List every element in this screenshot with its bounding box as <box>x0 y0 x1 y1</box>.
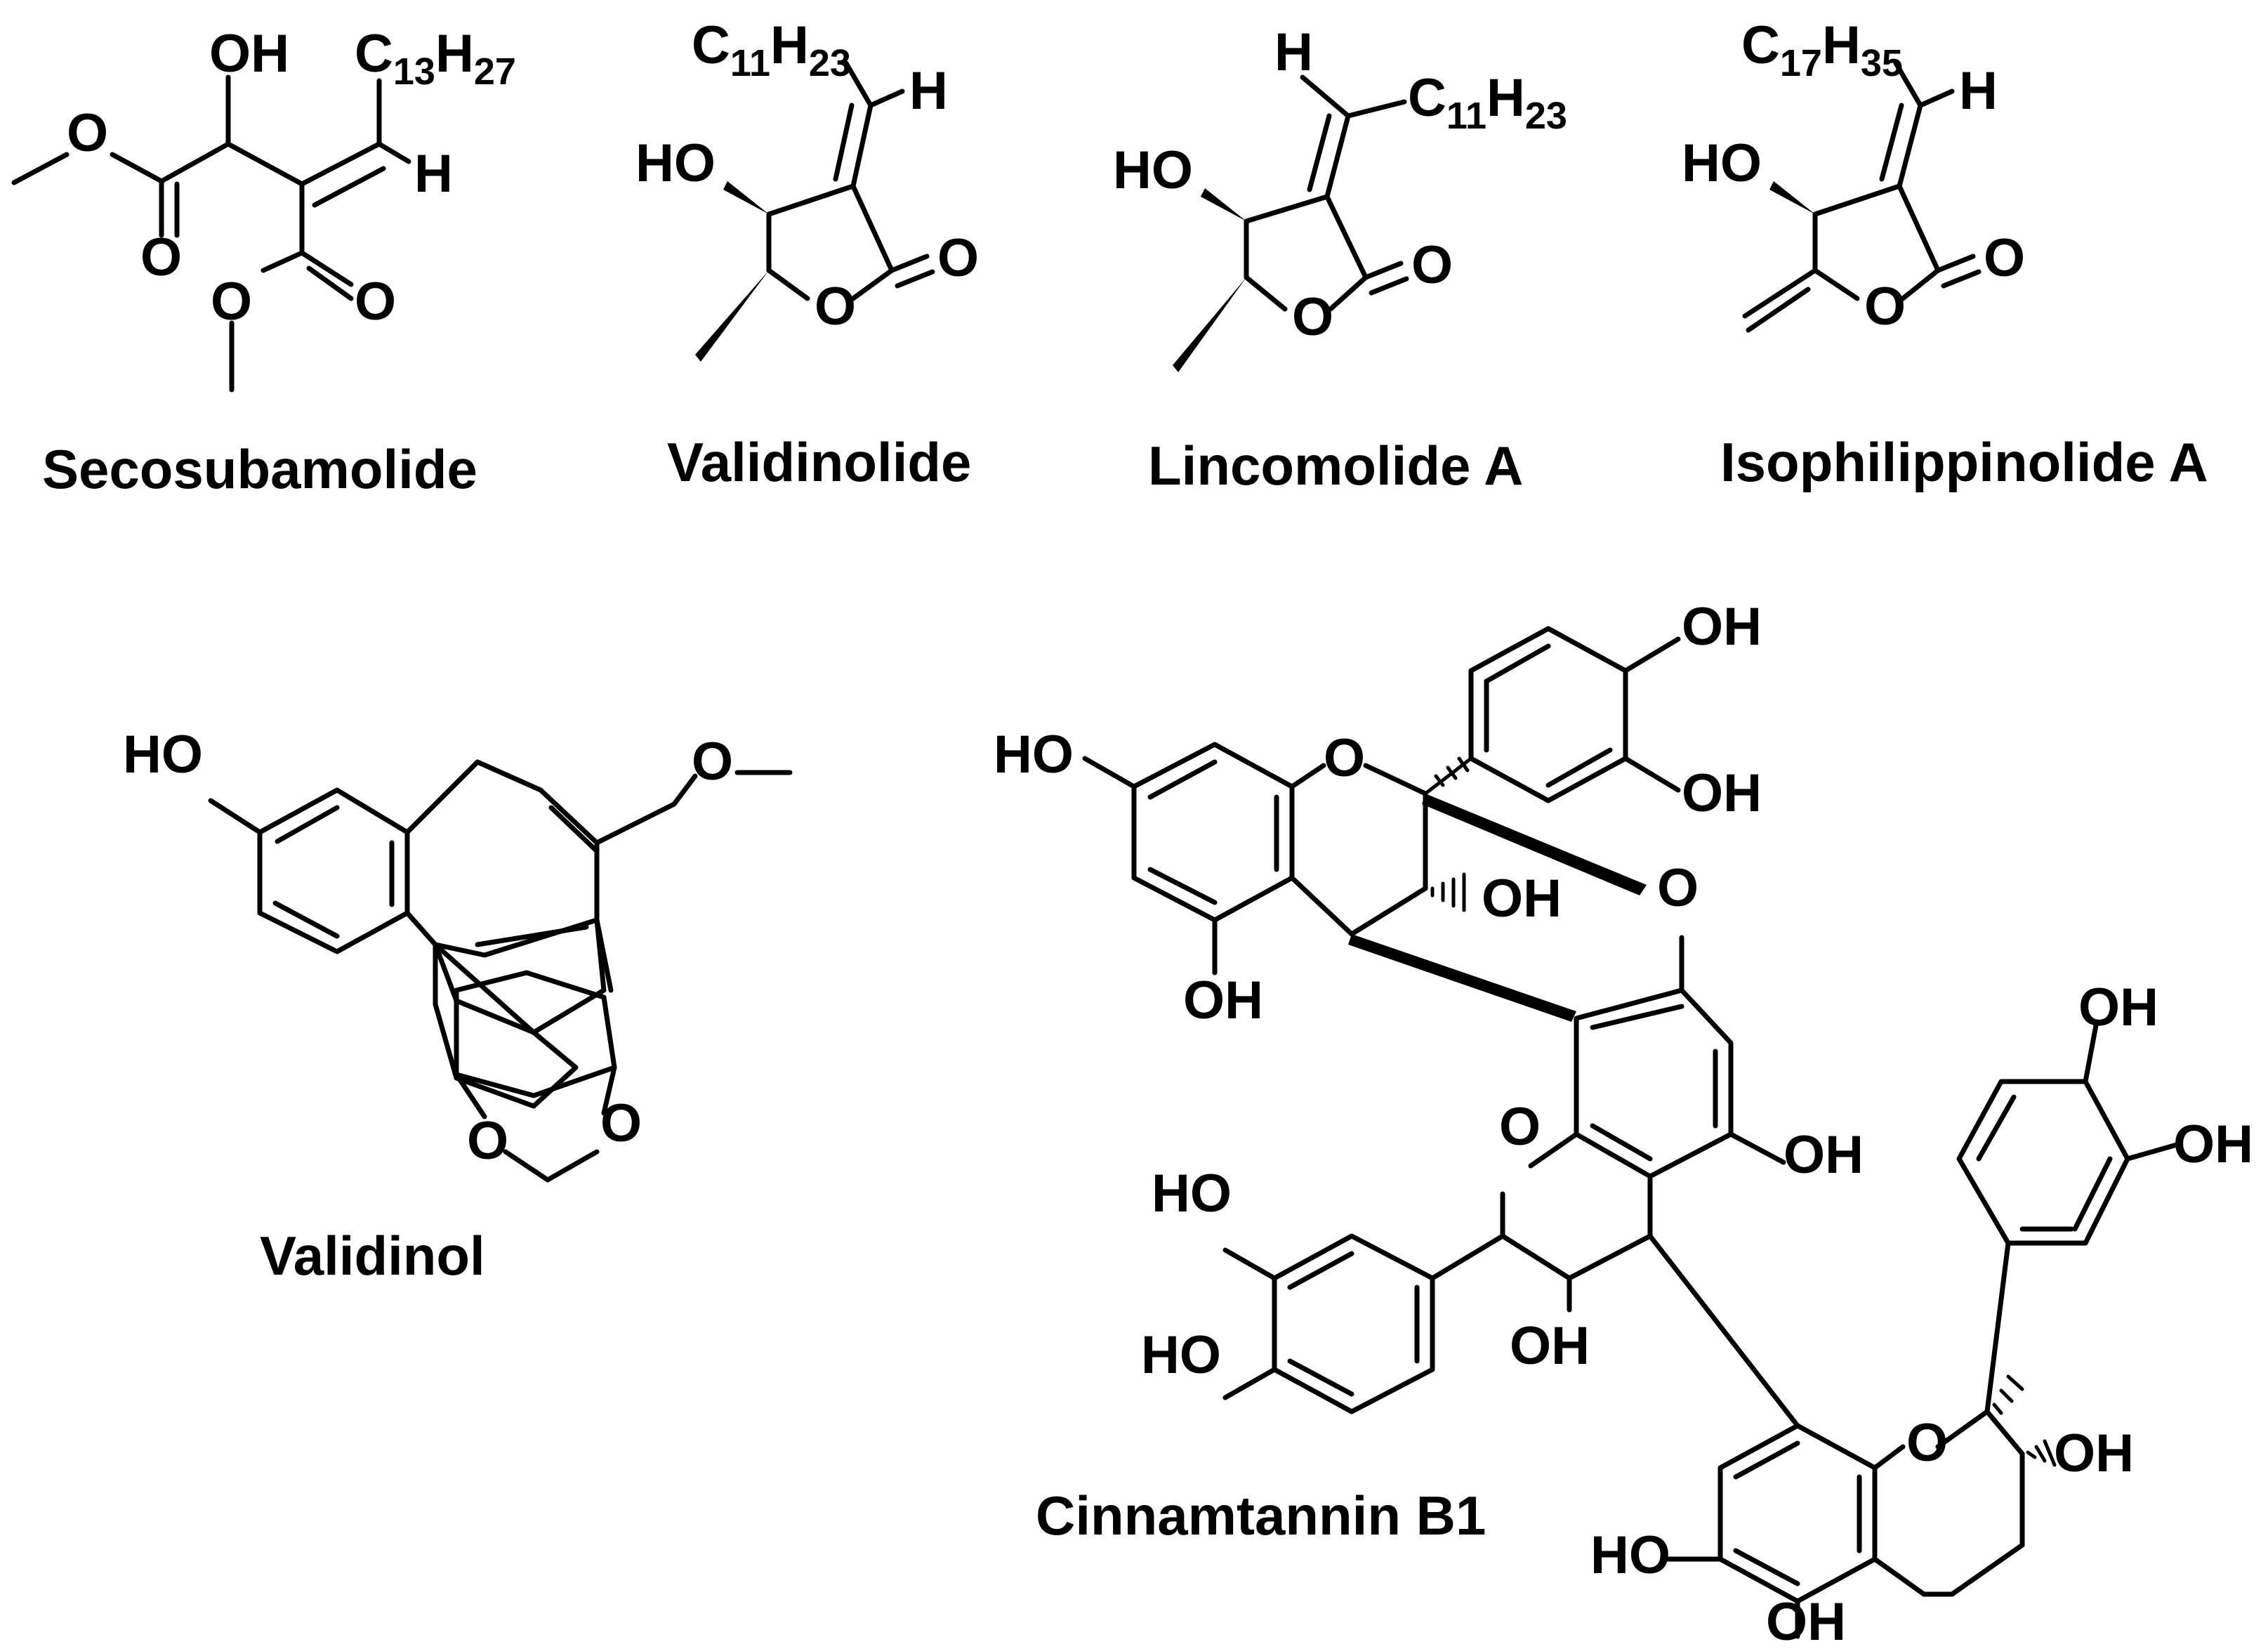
atom-ho: HO <box>123 725 203 784</box>
validinolide-structure: HO O O H C11H23 Validinolide <box>635 15 979 493</box>
substituent-c11h23: C11H23 <box>692 15 851 84</box>
atom-oh: OH <box>2173 1115 2253 1174</box>
atom-oh: OH <box>1766 1592 1846 1649</box>
atom-o: O <box>467 1111 508 1171</box>
atom-oh: OH <box>1510 1316 1590 1376</box>
atom-oh: OH <box>1482 869 1562 928</box>
compound-name: Cinnamtannin B1 <box>1036 1485 1486 1546</box>
atom-oh: OH <box>2078 978 2158 1037</box>
atom-ho: HO <box>1152 1164 1232 1223</box>
atom-ho: HO <box>1590 1525 1670 1585</box>
atom-o: O <box>211 272 252 331</box>
atom-h: H <box>909 61 948 121</box>
secosubamolide-structure: O O OH O O H C13H27 Secosubamolide <box>11 24 516 500</box>
isophilippinolide-a-structure: HO O O H C17H35 Isophilippinolide A <box>1682 15 2208 493</box>
substituent-c13h27: C13H27 <box>355 24 516 93</box>
atom-o: O <box>1906 1413 1948 1473</box>
validinol-structure: HO O O O Validinol <box>123 725 793 1287</box>
atom-o: O <box>355 272 396 331</box>
atom-oh: OH <box>1183 971 1263 1030</box>
cinnamtannin-b1-structure: HO O OH OH OH OH O O OH HO HO OH OH OH O… <box>994 597 2253 1649</box>
atom-oh: OH <box>2054 1424 2134 1483</box>
atom-ho: HO <box>994 725 1074 784</box>
atom-o: O <box>600 1093 642 1153</box>
compound-name: Secosubamolide <box>42 438 477 500</box>
atom-o: O <box>815 277 856 336</box>
compound-name: Validinolide <box>667 431 971 493</box>
compound-name: Validinol <box>260 1225 485 1287</box>
atom-o: O <box>67 103 108 163</box>
atom-o: O <box>692 732 733 791</box>
atom-h: H <box>414 144 453 204</box>
atom-oh: OH <box>1682 597 1762 657</box>
atom-ho: HO <box>1682 133 1762 193</box>
atom-ho: HO <box>635 133 716 193</box>
atom-ho: HO <box>1141 1325 1221 1385</box>
atom-h: H <box>1274 22 1313 82</box>
atom-o: O <box>1411 235 1453 295</box>
substituent-c11h23: C11H23 <box>1408 68 1567 137</box>
atom-h: H <box>1959 61 1998 121</box>
atom-oh: OH <box>1784 1125 1864 1185</box>
atom-oh: OH <box>1682 763 1762 823</box>
atom-o: O <box>1864 277 1906 336</box>
compound-name: Isophilippinolide A <box>1720 431 2208 493</box>
atom-o: O <box>140 228 182 287</box>
atom-o: O <box>1292 287 1333 347</box>
atom-o: O <box>1984 228 2025 288</box>
atom-ho: HO <box>1113 140 1193 200</box>
compound-name: Lincomolide A <box>1148 435 1523 497</box>
atom-o: O <box>1657 858 1699 918</box>
atom-o: O <box>1499 1097 1541 1157</box>
substituent-c17h35: C17H35 <box>1741 15 1903 84</box>
atom-o: O <box>1324 728 1365 788</box>
atom-o: O <box>937 228 979 288</box>
lincomolide-a-structure: HO O O H C11H23 Lincomolide A <box>1113 22 1567 497</box>
atom-oh: OH <box>209 24 289 84</box>
